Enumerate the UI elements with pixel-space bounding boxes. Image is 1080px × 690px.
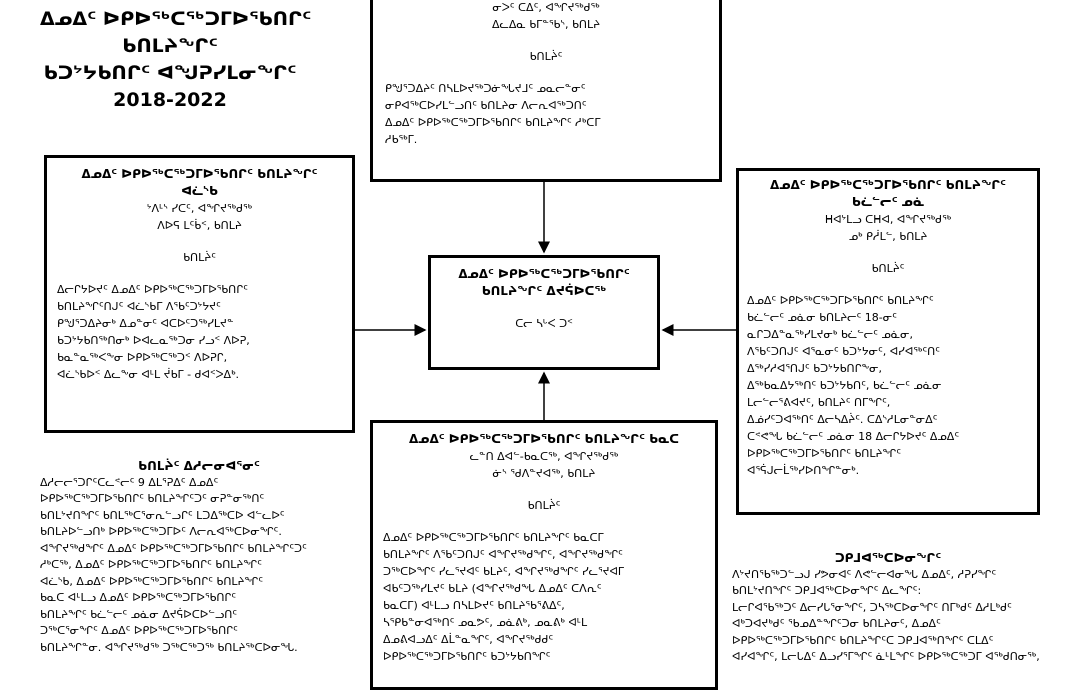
box-bottom-body-line: ᐃᓄᕕᐊᓗᐃᑦ ᐃᒫᓐᓇᖏᑦ, ᐊᖏᔪᖅᑯᑯᑦ bbox=[383, 633, 554, 646]
box-top-body-line: ᓱᑲᖅᒥ. bbox=[385, 133, 418, 146]
board-duties-line: ᑐᖅᑕᕐᓂᖏᑦ ᐃᓄᐃᑦ ᐅᑭᐅᖅᑕᖅᑐᒥᐅᖃᑎᒋᑦ bbox=[40, 624, 238, 637]
box-bottom-body-line: ᑐᖅᑕᐅᖏᑦ ᓯᓚᕐᔪᐊᑦ ᑲᒪᔨᑦ, ᐊᖏᔪᖅᑯᖏᑦ ᓯᓚᕐᔪᐊᒥ bbox=[383, 565, 625, 578]
box-right-body-line: ᐃᖅᓯᓱᐊᕐᑎᒍᑦ ᑲᑐᔾᔭᑲᑎᒋᖕᓂ, bbox=[747, 362, 883, 375]
board-duties-line: ᑲᑎᒪᔨᖏᓐᓂ. ᐊᖏᔪᖅᑯᖅ ᑐᖅᑕᖅᑐᖅ ᑲᑎᒪᔨᖅᑕᐅᓂᖓ. bbox=[40, 640, 298, 654]
priorities-line: ᑲᑎᒪᔾᔪᑎᖏᑦ ᑐᑭᒧᐊᖅᑕᐅᓂᖏᑦ ᐃᓚᖏᑦ: bbox=[732, 584, 922, 597]
box-bottom-body: ᐃᓄᐃᑦ ᐅᑭᐅᖅᑕᖅᑐᒥᐅᖃᑎᒋᑦ ᑲᑎᒪᔨᖏᑦ ᑲᓇᑕᒥ ᑲᑎᒪᔨᖏᑦ ᐱᖃ… bbox=[383, 529, 705, 665]
box-bottom-body-line: ᑲᓇᑕᒥ) ᐊᒻᒪᓗ ᑎᓴᒪᐅᔪᑦ ᑲᑎᒪᔨᖃᕐᕕᐃᑦ, bbox=[383, 599, 565, 612]
box-top: ᓂᐳᑦ ᑕᐃᑦ, ᐊᖏᔪᖅᑯᖅ ᐃᓚᐃᓇ ᑲᒥᓐᖃᔅ, ᑲᑎᒪᔨ ᑲᑎᒪᔩᑦ ᑭ… bbox=[370, 0, 722, 182]
box-left-body-line: ᑲᓇᓐᓇᖅᐸᖕᓂ ᐅᑭᐅᖅᑕᖅᑐᑉ ᐱᐅᕈᒋ, bbox=[57, 351, 228, 364]
box-right-body-line: ᑲᓛᓪᓕᑦ ᓄᓈᓂ ᑲᑎᒪᔨᓕᑦ 18-ᓂᑦ bbox=[747, 311, 897, 324]
box-left-body: ᐃᓕᒋᔭᐅᔪᑦ ᐃᓄᐃᑦ ᐅᑭᐅᖅᑕᖅᑐᒥᐅᖃᑎᒋᑦ ᑲᑎᒪᔨᖏᑦᑎᒍᑦ ᐊᓛᔅ… bbox=[57, 281, 342, 383]
box-right-heading-line: ᑲᓛᓪᓕᑦ ᓄᓈ bbox=[851, 195, 925, 209]
box-right-body: ᐃᓄᐃᑦ ᐅᑭᐅᖅᑕᖅᑐᒥᐅᖃᑎᒋᑦ ᑲᑎᒪᔨᖏᑦ ᑲᓛᓪᓕᑦ ᓄᓈᓂ ᑲᑎᒪᔨ… bbox=[747, 292, 1029, 479]
box-right-heading-line: ᐃᓄᐃᑦ ᐅᑭᐅᖅᑕᖅᑐᒥᐅᖃᑎᒋᑦ ᑲᑎᒪᔨᖏᑦ bbox=[770, 178, 1006, 192]
box-right-body-line: ᒪᓕᓪᓕᕐᕕᐊᔪᑦ, ᑲᑎᒪᔨᑦ ᑎᒥᖏᑦ, bbox=[747, 396, 891, 409]
box-bottom-role: ᑲᑎᒪᔩᑦ bbox=[527, 499, 561, 512]
priorities-line: ᐱᔾᔪᑎᖃᖅᑐᓪᓗᒍ ᓯᕗᓂᐊᑦ ᐱᕙᓪᓕᐊᓂᖓ ᐃᓄᐃᑦ, ᓱᕈᓯᖏᑦ bbox=[732, 567, 997, 581]
box-bottom-heading-line: ᐃᓄᐃᑦ ᐅᑭᐅᖅᑕᖅᑐᒥᐅᖃᑎᒋᑦ ᑲᑎᒪᔨᖏᑦ ᑲᓇᑕ bbox=[409, 432, 679, 446]
box-right-body-line: ᑕᕝᕙᖓ ᑲᓛᓪᓕᑦ ᓄᓈᓂ 18 ᐃᓕᒋᔭᐅᔪᑦ ᐃᓄᐃᑦ bbox=[747, 430, 960, 443]
box-left-role: ᑲᑎᒪᔩᑦ bbox=[183, 251, 216, 264]
board-duties-section: ᑲᑎᒪᔩᑦ ᐃᓱᓕᓂᐊᕐᓂᑦ ᐃᓱᓕᓕᕐᑐᒋᑦᑕᓚᕝᓕᑦ 9 ᐃᒪᕐᕈᐃᑦ ᐃᓄ… bbox=[40, 458, 358, 656]
page-title: ᐃᓄᐃᑦ ᐅᑭᐅᖅᑕᖅᑐᒥᐅᖃᑎᒋᑦ ᑲᑎᒪᔨᖏᑦ ᑲᑐᔾᔭᑲᑎᒋᑦ ᐊᖑᕈᓯᒪ… bbox=[40, 6, 312, 114]
priorities-body: ᐱᔾᔪᑎᖃᖅᑐᓪᓗᒍ ᓯᕗᓂᐊᑦ ᐱᕙᓪᓕᐊᓂᖓ ᐃᓄᐃᑦ, ᓱᕈᓯᖏᑦ ᑲᑎᒪ… bbox=[732, 567, 1044, 666]
box-bottom-body-line: ᐊᑲᑦᑐᖅᓯᒪᔪᑦ ᑲᒪᔨ (ᐊᖏᔪᖅᑯᖓ ᐃᓄᐃᑦ ᑕᐱᕆᑦ bbox=[383, 582, 602, 595]
board-duties-line: ᐃᓱᓕᓕᕐᑐᒋᑦᑕᓚᕝᓕᑦ 9 ᐃᒪᕐᕈᐃᑦ ᐃᓄᐃᑦ bbox=[40, 475, 219, 489]
priorities-line: ᒪᓕᒋᐊᖃᖅᑐᑦ ᐃᓕᓯᒐᕐᓂᖏᑦ, ᑐᓴᖅᑕᐅᓂᖏᑦ ᑎᒥᒃᑯᑦ ᐃᓱᒪᒃᑯᑦ bbox=[732, 600, 1012, 614]
box-bottom-line-1: ᓚᓐᑎ ᐃᐊᓪ-ᑲᓇᑕᖅ, ᐊᖏᔪᖅᑯᖅ bbox=[469, 450, 619, 463]
box-bottom: ᐃᓄᐃᑦ ᐅᑭᐅᖅᑕᖅᑐᒥᐅᖃᑎᒋᑦ ᑲᑎᒪᔨᖏᑦ ᑲᓇᑕ ᓚᓐᑎ ᐃᐊᓪ-ᑲᓇ… bbox=[370, 420, 718, 690]
box-bottom-body-line: ᐃᓄᐃᑦ ᐅᑭᐅᖅᑕᖅᑐᒥᐅᖃᑎᒋᑦ ᑲᑎᒪᔨᖏᑦ ᑲᓇᑕᒥ bbox=[383, 531, 604, 544]
box-top-body: ᑭᖑᕐᑐᐃᔨᑦ ᑎᓴᒪᐅᔪᖅᑐᓃᖓᔪᒧᑦ ᓄᓇᓕᓐᓂᑦ ᓂᑭᐊᖅᑕᐅᓯᒪᓪᓗᑎᑦ… bbox=[385, 80, 707, 148]
box-left-body-line: ᐊᓛᔅᑲᐅᑉ ᐃᓚᖕᓂ ᐊᒻᒪ ᔫᑲᒥ - ᑯᐊᑉᐳᐃᒃ. bbox=[57, 368, 240, 381]
board-duties-line: ᑲᑎᒪᔨᐅᓪᓗᑎᒃ ᐅᑭᐅᖅᑕᖅᑐᒥᐅᑦ ᐱᓕᕆᐊᖅᑕᐅᓂᖏᑦ. bbox=[40, 525, 282, 538]
priorities-line: ᐅᑭᐅᖅᑕᖅᑐᒥᐅᖃᑎᒋᑦ ᑲᑎᒪᔨᖏᑦᑕ ᑐᑭᒧᐊᖅᑎᖏᑦ ᑕᒪᐃᑦ bbox=[732, 633, 994, 647]
priorities-heading: ᑐᑭᒧᐊᖅᑕᐅᓂᖏᑦ bbox=[834, 551, 942, 565]
box-left: ᐃᓄᐃᑦ ᐅᑭᐅᖅᑕᖅᑐᒥᐅᖃᑎᒋᑦ ᑲᑎᒪᔨᖏᑦ ᐊᓛᔅᑲ ᔾᐱᒻᔅ ᓯᑕᑦ,… bbox=[44, 155, 355, 433]
board-duties-line: ᓱᒃᑕᖅ, ᐃᓄᐃᑦ ᐅᑭᐅᖅᑕᖅᑐᒥᐅᖃᑎᒋᑦ ᑲᑎᒪᔨᖏᑦ bbox=[40, 558, 262, 571]
box-right-body-line: ᐊᕐᕌᒍᓕᒫᖅᓯᐅᑎᖏᓐᓂᒃ. bbox=[747, 464, 860, 477]
box-bottom-body-line: ᓴᕿᑲᓐᓂᐊᖅᑎᑦ ᓄᓇᕗᑦ, ᓄᓈᕕᒃ, ᓄᓇᕕᒃ ᐊᒻᒪ bbox=[383, 616, 588, 629]
board-duties-heading: ᑲᑎᒪᔩᑦ ᐃᓱᓕᓂᐊᕐᓂᑦ bbox=[138, 459, 260, 473]
board-duties-line: ᑲᑎᒪᔨᖏᑦ ᑲᓛᓪᓕᑦ ᓄᓈᓂ ᐃᔪᕌᐅᑕᐅᓪᓗᑎᑦ bbox=[40, 607, 238, 621]
title-line-3: ᑲᑐᔾᔭᑲᑎᒋᑦ ᐊᖑᕈᓯᒪᓂᖏᑦ bbox=[43, 62, 297, 84]
box-right-heading: ᐃᓄᐃᑦ ᐅᑭᐅᖅᑕᖅᑐᒥᐅᖃᑎᒋᑦ ᑲᑎᒪᔨᖏᑦ ᑲᓛᓪᓕᑦ ᓄᓈ bbox=[747, 177, 1029, 211]
box-left-heading-line: ᐊᓛᔅᑲ bbox=[181, 184, 218, 198]
box-right-role: ᑲᑎᒪᔩᑦ bbox=[871, 262, 905, 275]
priorities-line: ᐊᒃᑐᐊᔪᒃᑯᑦ ᖃᓄᐃᓐᖏᑦᑐᓂ ᑲᑎᒪᔨᓂᑦ, ᐃᓄᐃᑦ bbox=[732, 617, 941, 630]
box-right-body-line: ᓇᒋᑐᐃᓐᓇᖅᓯᒪᔪᓂᒃ ᑲᓛᓪᓕᑦ ᓄᓈᓂ, bbox=[747, 328, 913, 341]
box-left-body-line: ᑲᑐᔾᔭᑲᑎᖅᑎᓂᒃ ᐅᐊᓚᓇᖅᑐᓂ ᓯᓗᑉ ᐱᐅᕈ, bbox=[57, 334, 250, 347]
box-bottom-body-line: ᑲᑎᒪᔨᖏᑦ ᐱᖃᑦᑐᑎᒍᑦ ᐊᖏᔪᖅᑯᖏᑦ, ᐊᖏᔪᖅᑯᖏᑦ bbox=[383, 548, 623, 561]
box-bottom-line-2: ᓃᔅ ᖁᐱᓐᔪᐊᖅ, ᑲᑎᒪᔨ bbox=[492, 467, 596, 480]
box-right: ᐃᓄᐃᑦ ᐅᑭᐅᖅᑕᖅᑐᒥᐅᖃᑎᒋᑦ ᑲᑎᒪᔨᖏᑦ ᑲᓛᓪᓕᑦ ᓄᓈ ᕼᐊᔾᒪᓗ… bbox=[736, 168, 1040, 515]
box-left-line-2: ᐱᐅᕋ ᒪᑦᑳᑉ, ᑲᑎᒪᔨ bbox=[157, 219, 242, 232]
box-center-heading-line: ᑲᑎᒪᔨᖏᑦ ᐃᔪᕌᐅᑕᖅ bbox=[481, 284, 607, 298]
board-duties-line: ᑲᓇᑕ ᐊᒻᒪᓗ ᐃᓄᐃᑦ ᐅᑭᐅᖅᑕᖅᑐᒥᐅᖃᑎᒋᑦ bbox=[40, 591, 237, 604]
box-top-body-line: ᐃᓄᐃᑦ ᐅᑭᐅᖅᑕᖅᑐᒥᐅᖃᑎᒋᑦ ᑲᑎᒪᔨᖏᑦ ᓱᒃᑕᒥ bbox=[385, 116, 601, 129]
box-right-body-line: ᐃᖅᑲᓇᐃᔭᖅᑎᑦ ᑲᑐᔾᔭᑲᑎᑦ, ᑲᓛᓪᓕᑦ ᓄᓈᓂ bbox=[747, 379, 942, 392]
box-bottom-body-line: ᐅᑭᐅᖅᑕᖅᑐᒥᐅᖃᑎᒋᑦ ᑲᑐᔾᔭᑲᑎᖏᑦ bbox=[383, 650, 551, 663]
box-right-line-1: ᕼᐊᔾᒪᓗ ᑕᕼᐊ, ᐊᖏᔪᖅᑯᖅ bbox=[824, 213, 952, 226]
priorities-line: ᐊᓯᐊᖏᑦ, ᒪᓕᒐᐃᑦ ᐃᓗᓯᕐᒥᖏᑦ ᓈᒻᒪᖏᑦ ᐅᑭᐅᖅᑕᖅᑐᒥ ᐊᖅᑯᑎ… bbox=[732, 650, 1040, 663]
board-duties-line: ᐊᓛᔅᑲ, ᐃᓄᐃᑦ ᐅᑭᐅᖅᑕᖅᑐᒥᐅᖃᑎᒋᑦ ᑲᑎᒪᔨᖏᑦ bbox=[40, 574, 264, 588]
box-right-line-2: ᓄᒃ ᑭᓲᒪᓪ, ᑲᑎᒪᔨ bbox=[848, 230, 928, 243]
priorities-section: ᑐᑭᒧᐊᖅᑕᐅᓂᖏᑦ ᐱᔾᔪᑎᖃᖅᑐᓪᓗᒍ ᓯᕗᓂᐊᑦ ᐱᕙᓪᓕᐊᓂᖓ ᐃᓄᐃᑦ… bbox=[732, 550, 1044, 666]
box-left-body-line: ᑲᑎᒪᔨᖏᑦᑎᒍᑦ ᐊᓛᔅᑲᒥ ᐱᖃᑦᑐᔾᔭᔪᑦ bbox=[57, 300, 221, 313]
box-center-heading-line: ᐃᓄᐃᑦ ᐅᑭᐅᖅᑕᖅᑐᒥᐅᖃᑎᒋᑦ bbox=[458, 267, 630, 281]
box-left-body-line: ᑭᖑᕐᑐᐃᔨᓂᒃ ᐃᓄᓐᓂᑦ ᐊᑕᐅᑦᑐᖅᓯᒪᔪᓐ bbox=[57, 317, 234, 330]
box-bottom-heading: ᐃᓄᐃᑦ ᐅᑭᐅᖅᑕᖅᑐᒥᐅᖃᑎᒋᑦ ᑲᑎᒪᔨᖏᑦ ᑲᓇᑕ bbox=[383, 431, 705, 448]
box-left-line-1: ᔾᐱᒻᔅ ᓯᑕᑦ, ᐊᖏᔪᖅᑯᖅ bbox=[146, 202, 253, 215]
box-right-body-line: ᐱᖃᑦᑐᑎᒍᑦ ᐊᕐᓇᓂᑦ ᑲᑐᔾᔭᓂᑦ, ᐊᓯᐊᖅᑦᑎᑦ bbox=[747, 345, 940, 358]
connector-arrows bbox=[355, 182, 736, 420]
box-right-body-line: ᐃᓅᓯᑦᑐᐊᖅᑎᑦ ᐃᓕᓴᐃᔩᑦ. ᑕᐃᔅᓱᒪᓂᓐᓂᐃᑦ bbox=[747, 413, 938, 426]
box-left-heading: ᐃᓄᐃᑦ ᐅᑭᐅᖅᑕᖅᑐᒥᐅᖃᑎᒋᑦ ᑲᑎᒪᔨᖏᑦ ᐊᓛᔅᑲ bbox=[57, 166, 342, 200]
board-duties-body: ᐃᓱᓕᓕᕐᑐᒋᑦᑕᓚᕝᓕᑦ 9 ᐃᒪᕐᕈᐃᑦ ᐃᓄᐃᑦ ᐅᑭᐅᖅᑕᖅᑐᒥᐅᖃᑎᒋ… bbox=[40, 475, 358, 657]
box-center: ᐃᓄᐃᑦ ᐅᑭᐅᖅᑕᖅᑐᒥᐅᖃᑎᒋᑦ ᑲᑎᒪᔨᖏᑦ ᐃᔪᕌᐅᑕᖅ ᑕᓕ ᓴᒡᐸ … bbox=[428, 255, 660, 370]
box-right-body-line: ᐅᑭᐅᖅᑕᖅᑐᒥᐅᖃᑎᒋᑦ ᑲᑎᒪᔨᖏᑦ bbox=[747, 447, 901, 460]
board-duties-line: ᐅᑭᐅᖅᑕᖅᑐᒥᐅᖃᑎᒋᑦ ᑲᑎᒪᔨᖏᑦᑐᑦ ᓂᕈᓐᓂᖅᑎᑦ bbox=[40, 492, 265, 505]
box-top-body-line: ᑭᖑᕐᑐᐃᔨᑦ ᑎᓴᒪᐅᔪᖅᑐᓃᖓᔪᒧᑦ ᓄᓇᓕᓐᓂᑦ bbox=[385, 82, 586, 95]
box-top-line-2: ᐃᓚᐃᓇ ᑲᒥᓐᖃᔅ, ᑲᑎᒪᔨ bbox=[491, 18, 601, 31]
box-left-heading-line: ᐃᓄᐃᑦ ᐅᑭᐅᖅᑕᖅᑐᒥᐅᖃᑎᒋᑦ ᑲᑎᒪᔨᖏᑦ bbox=[81, 167, 318, 181]
box-top-line-1: ᓂᐳᑦ ᑕᐃᑦ, ᐊᖏᔪᖅᑯᖅ bbox=[492, 1, 600, 14]
box-center-name: ᑕᓕ ᓴᒡᐸ ᑐᑉ bbox=[515, 317, 573, 330]
box-center-heading: ᐃᓄᐃᑦ ᐅᑭᐅᖅᑕᖅᑐᒥᐅᖃᑎᒋᑦ ᑲᑎᒪᔨᖏᑦ ᐃᔪᕌᐅᑕᖅ bbox=[441, 266, 647, 300]
box-top-body-line: ᓂᑭᐊᖅᑕᐅᓯᒪᓪᓗᑎᑦ ᑲᑎᒪᔨᓂ ᐱᓕᕆᐊᖅᑐᑎᑦ bbox=[385, 99, 587, 112]
box-left-body-line: ᐃᓕᒋᔭᐅᔪᑦ ᐃᓄᐃᑦ ᐅᑭᐅᖅᑕᖅᑐᒥᐅᖃᑎᒋᑦ bbox=[57, 283, 248, 296]
box-right-body-line: ᐃᓄᐃᑦ ᐅᑭᐅᖅᑕᖅᑐᒥᐅᖃᑎᒋᑦ ᑲᑎᒪᔨᖏᑦ bbox=[747, 294, 934, 307]
title-line-1: ᐃᓄᐃᑦ ᐅᑭᐅᖅᑕᖅᑐᒥᐅᖃᑎᒋᑦ bbox=[40, 8, 312, 30]
box-top-role: ᑲᑎᒪᔩᑦ bbox=[529, 50, 563, 63]
board-duties-line: ᑲᑎᒪᔾᔪᑎᖏᑦ ᑲᑎᒪᖅᑕᕐᓂᕆᓪᓗᒋᑦ ᒪᑐᐃᖅᑕᐅ ᐊᓪᓚᐅᑦ bbox=[40, 508, 285, 522]
title-line-2: ᑲᑎᒪᔨᖏᑦ bbox=[122, 35, 218, 57]
board-duties-line: ᐊᖏᔪᖅᑯᖏᑦ ᐃᓄᐃᑦ ᐅᑭᐅᖅᑕᖅᑐᒥᐅᖃᑎᒋᑦ ᑲᑎᒪᔨᖏᑦᑐᑦ bbox=[40, 541, 307, 555]
title-years: 2018-2022 bbox=[113, 89, 227, 111]
